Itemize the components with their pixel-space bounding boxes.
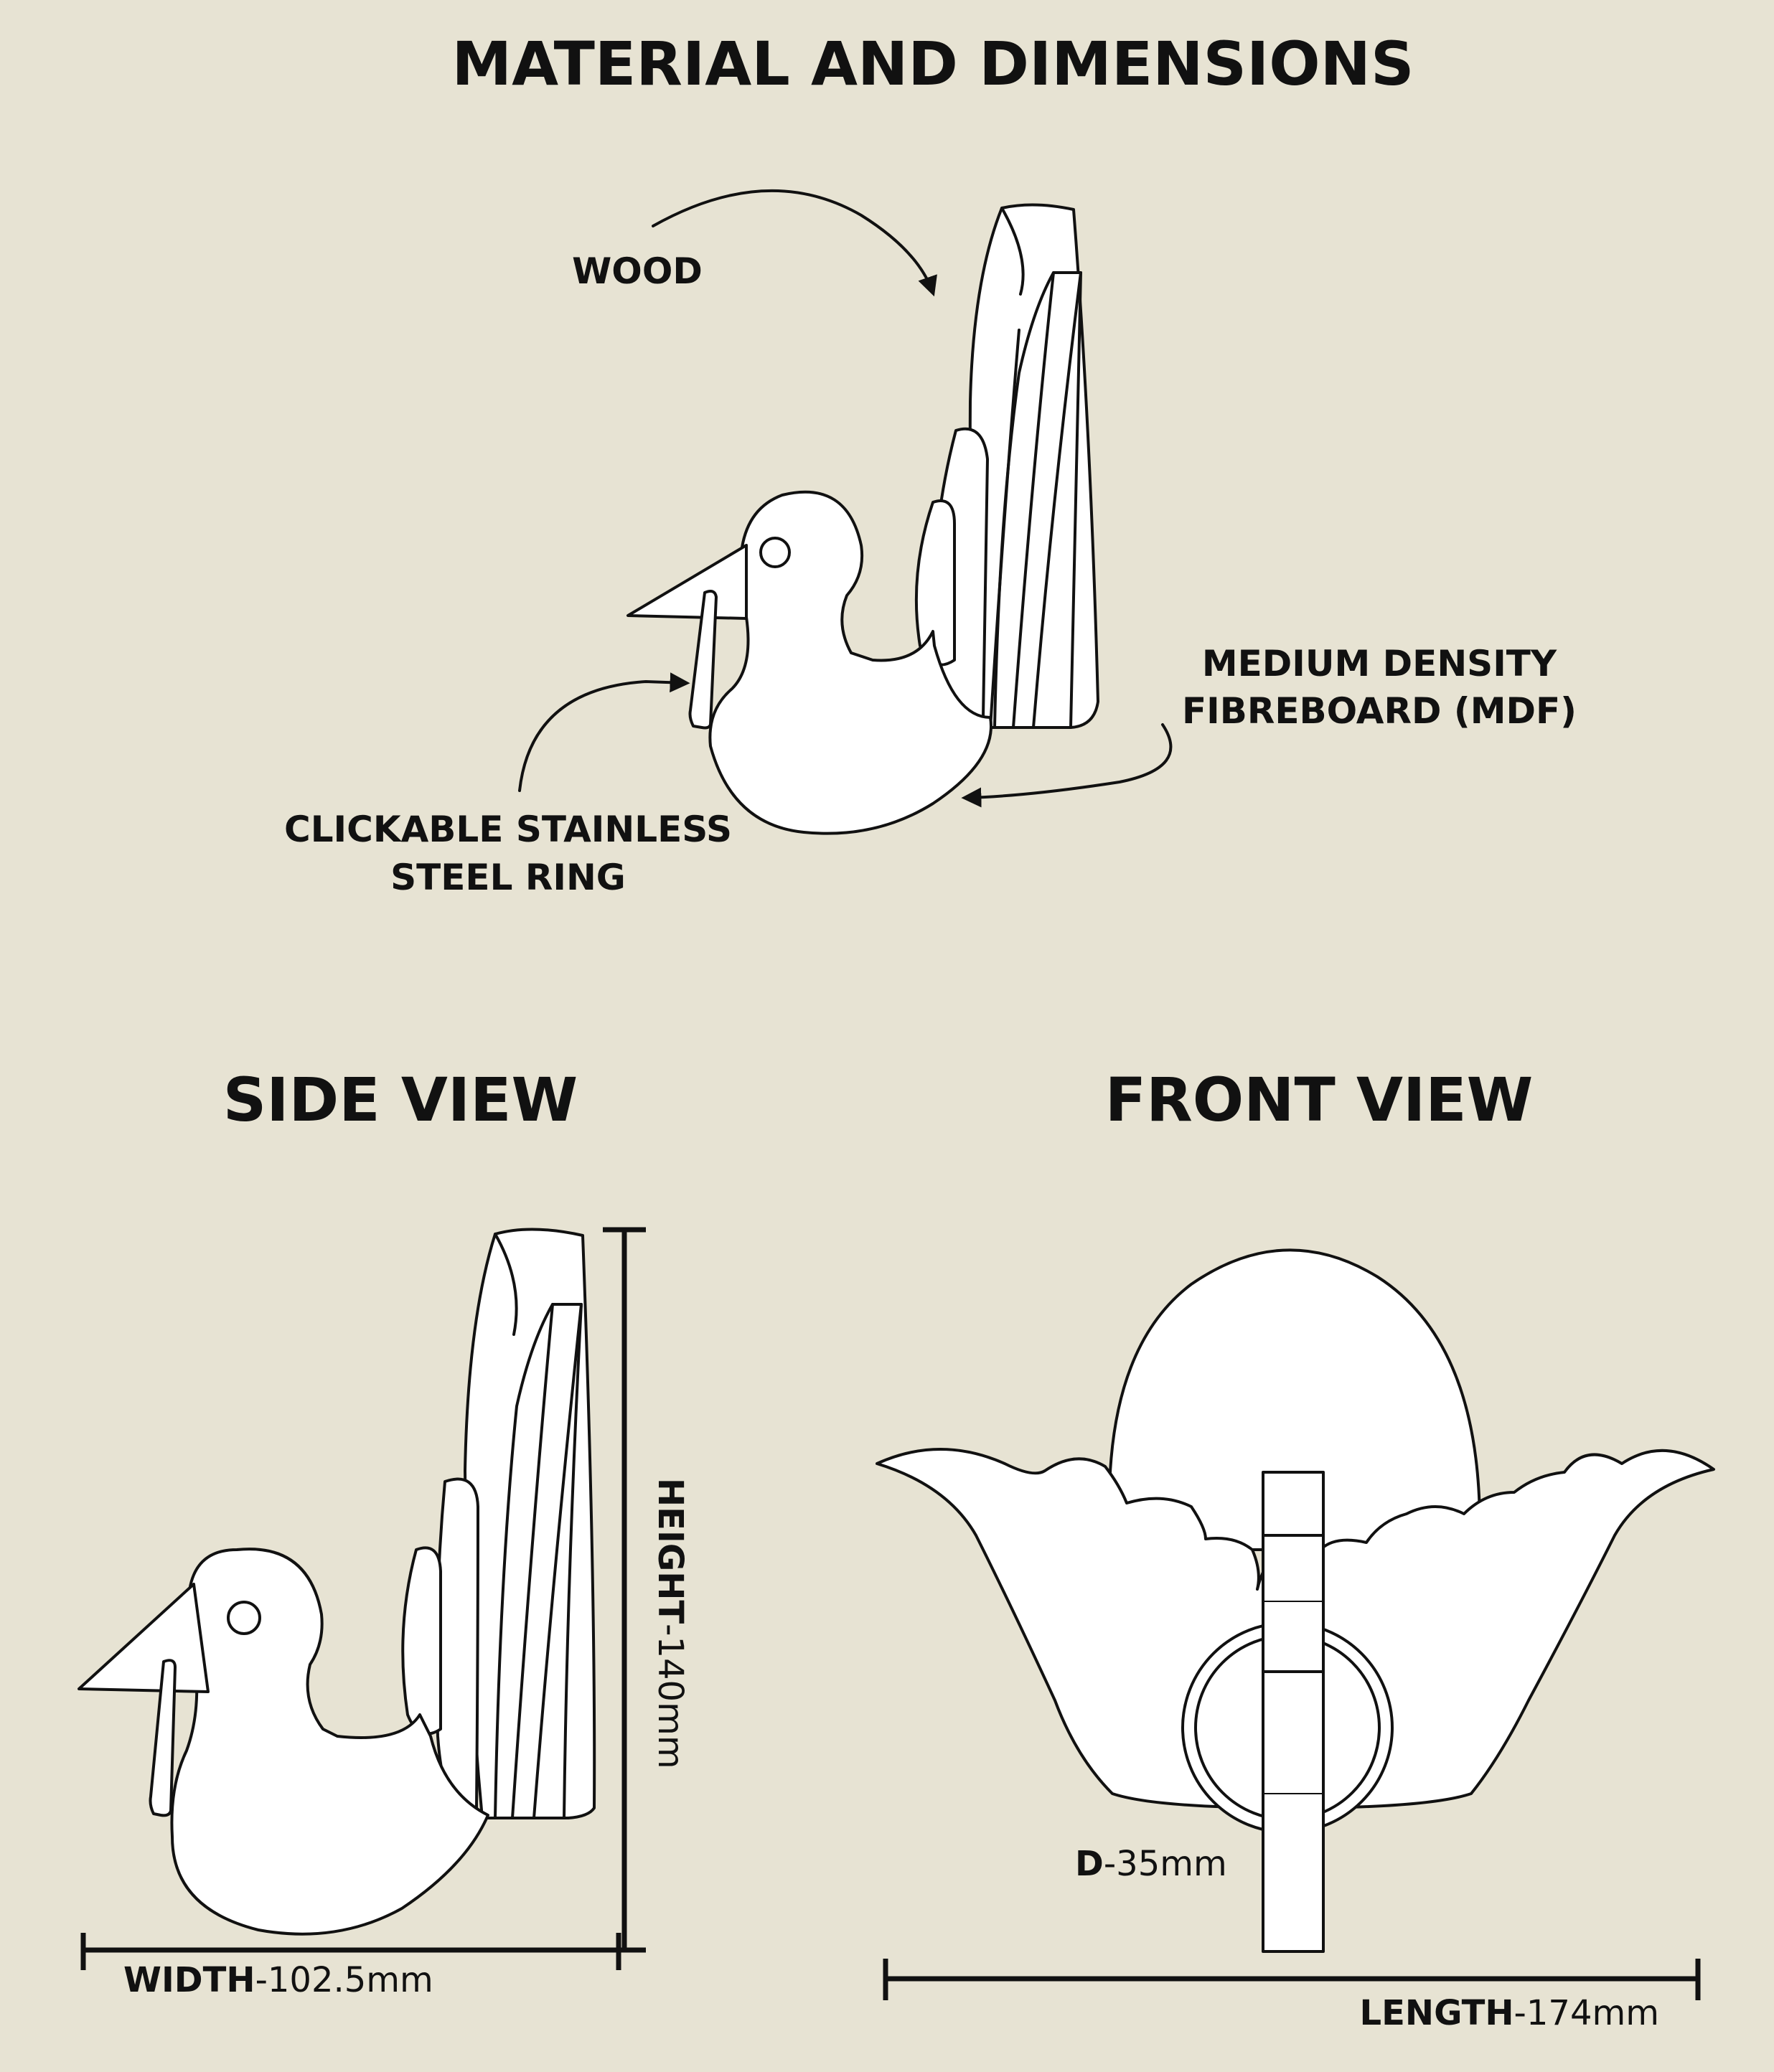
bird-body — [708, 490, 992, 835]
page-title: MATERIAL AND DIMENSIONS — [452, 29, 1414, 99]
steel-ring — [688, 590, 718, 730]
length-label-value: -174mm — [1514, 1993, 1659, 2033]
side-beak — [78, 1583, 210, 1693]
height-label-key: HEIGHT — [650, 1478, 690, 1624]
diameter-label: D-35mm — [1075, 1844, 1227, 1884]
width-label: WIDTH-102.5mm — [123, 1960, 433, 2000]
side-view-drawing — [78, 1228, 596, 1936]
callout-mdf-line1: MEDIUM DENSITY — [1202, 643, 1557, 684]
length-label: LENGTH-174mm — [1360, 1993, 1659, 2033]
height-label: HEIGHT-140mm — [650, 1478, 690, 1769]
beak — [626, 544, 748, 620]
callout-wood-arrow — [652, 189, 937, 297]
height-label-value: -140mm — [650, 1624, 690, 1769]
side-view-title: SIDE VIEW — [223, 1065, 578, 1135]
side-bird-body — [170, 1548, 489, 1936]
callout-wood: WOOD — [572, 250, 703, 292]
front-hook-bar — [1262, 1471, 1325, 1953]
eye — [759, 537, 791, 568]
side-ring — [149, 1659, 177, 1817]
callout-ring-arrow — [518, 672, 690, 792]
front-view-drawing — [876, 1248, 1715, 1953]
front-back-plate — [1107, 1248, 1481, 1551]
width-label-value: -102.5mm — [255, 1960, 433, 2000]
bird-hook-perspective — [626, 203, 1099, 835]
length-label-key: LENGTH — [1360, 1993, 1514, 2033]
front-view-title: FRONT VIEW — [1105, 1065, 1534, 1135]
diameter-label-key: D — [1075, 1844, 1104, 1884]
width-label-key: WIDTH — [123, 1960, 255, 2000]
length-dimension — [883, 1959, 1701, 2000]
height-dimension — [603, 1227, 646, 1953]
width-dimension — [80, 1933, 621, 1970]
callout-ring-line1: CLICKABLE STAINLESS — [284, 809, 732, 850]
callout-ring-line2: STEEL RING — [390, 857, 626, 898]
callout-mdf-line2: FIBREBOARD (MDF) — [1182, 690, 1577, 732]
side-eye — [227, 1601, 261, 1635]
callout-mdf-arrow — [961, 723, 1173, 808]
diameter-label-value: -35mm — [1104, 1844, 1227, 1884]
